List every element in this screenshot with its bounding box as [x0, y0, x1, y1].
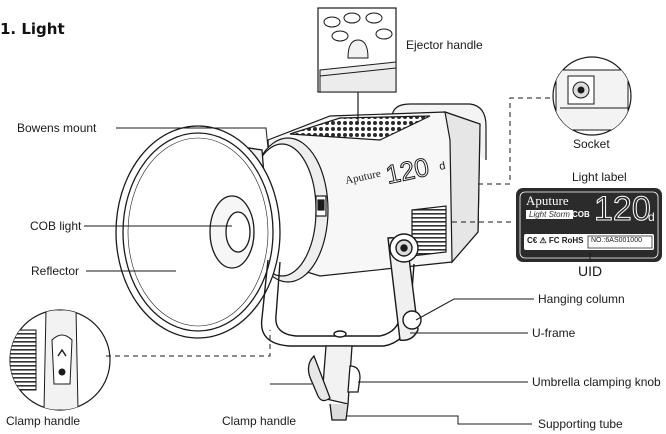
label-clamp-handle-center: Clamp handle [222, 414, 297, 428]
section-title: 1. Light [0, 20, 65, 38]
label-socket: Socket [573, 137, 610, 151]
device-brand: Aputure [526, 193, 569, 208]
label-hanging-column: Hanging column [538, 292, 625, 306]
label-umbrella-clamping-knob: Umbrella clamping knob [532, 375, 661, 389]
device-suffix: d [648, 210, 655, 224]
device-series: Light Storm [526, 210, 573, 219]
leader-lines [84, 127, 591, 425]
svg-text:d: d [438, 160, 446, 173]
inset-clamp-handle [9, 309, 111, 411]
label-bowens-mount: Bowens mount [17, 121, 97, 135]
inset-ejector [317, 7, 397, 124]
reflector-dish [115, 125, 281, 339]
label-clamp-handle-left: Clamp handle [6, 414, 81, 428]
label-ejector-handle: Ejector handle [406, 38, 483, 52]
clamp-assembly [307, 345, 361, 421]
device-serial: NO.:6AS001000 [591, 237, 642, 244]
light-label-plate [516, 188, 662, 262]
label-uid: UID [578, 263, 603, 279]
label-cob-light: COB light [30, 219, 82, 233]
label-u-frame: U-frame [532, 326, 576, 340]
device-type: COB [572, 210, 590, 219]
label-reflector: Reflector [31, 264, 80, 278]
device-certs: C€ ⚠ FC RoHS [527, 236, 584, 245]
u-frame [260, 233, 422, 347]
label-supporting-tube: Supporting tube [538, 417, 623, 431]
dashed-leaders [106, 97, 550, 357]
inset-socket [552, 56, 632, 136]
label-light-label: Light label [572, 170, 627, 184]
device-model: 120 [594, 190, 652, 229]
